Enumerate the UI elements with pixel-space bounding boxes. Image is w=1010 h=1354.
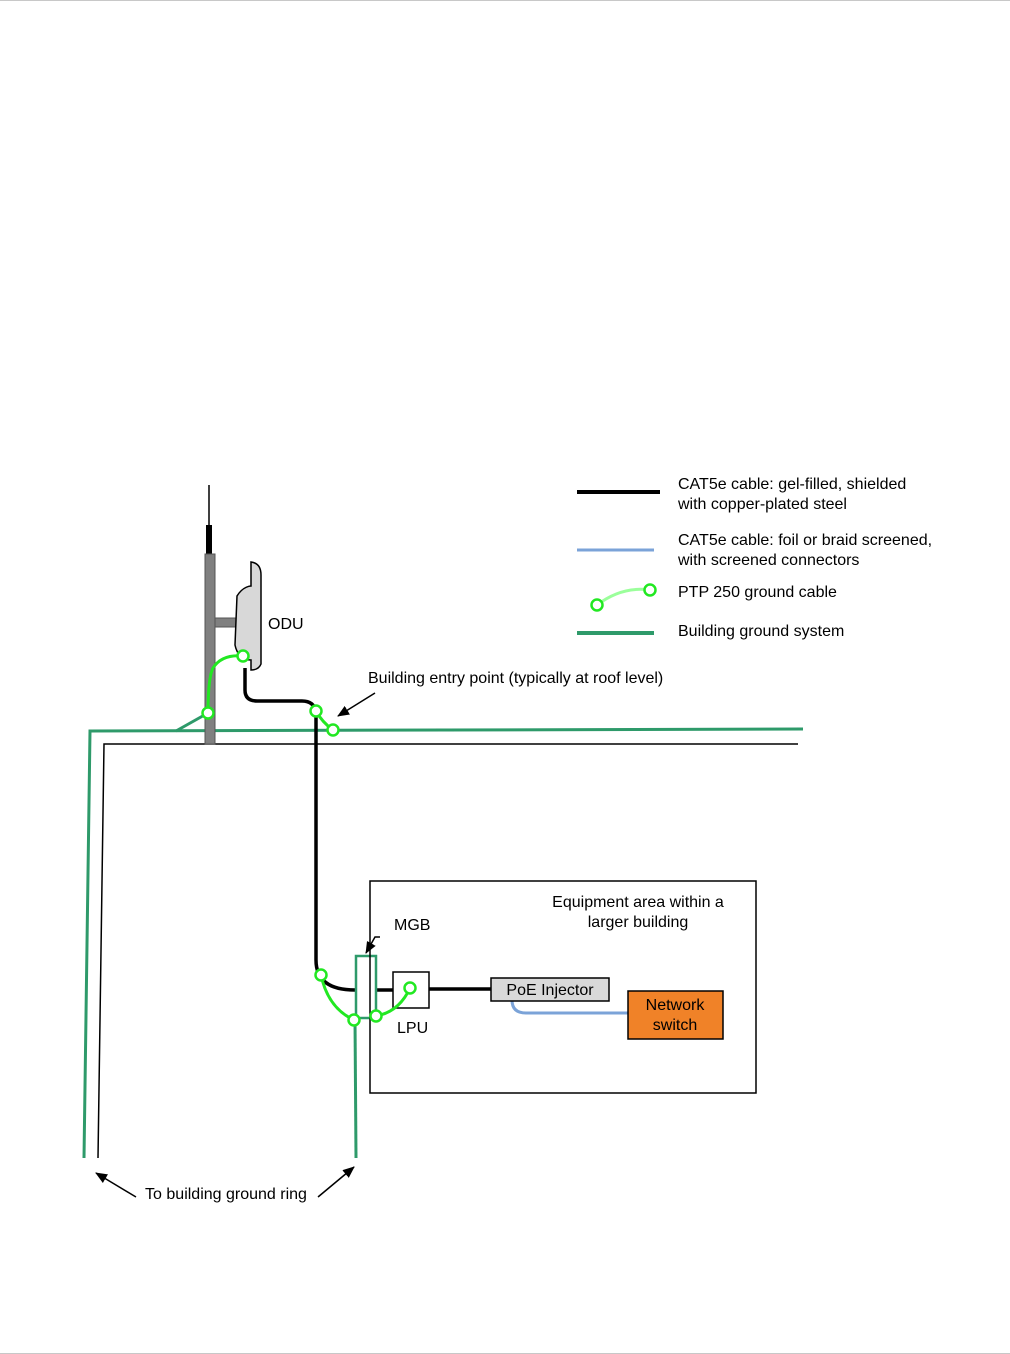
poe-injector-label: PoE Injector	[506, 982, 594, 999]
ground-terminal-entry-cable	[309, 704, 323, 718]
cat5e-foil-cable	[510, 999, 628, 1015]
cat5e-gel-cable-main	[243, 668, 370, 992]
ground-terminal-mast	[201, 706, 215, 720]
legend-label-cat5e-foil-line1: CAT5e cable: foil or braid screened,	[678, 532, 932, 549]
legend-label-cat5e-gel-line2: with copper-plated steel	[677, 496, 847, 513]
poe-injector[interactable]	[490, 977, 610, 1002]
ground-terminal-entry-ground	[326, 723, 340, 737]
legend: CAT5e cable: gel-filled, shielded with c…	[577, 476, 932, 640]
equipment-area-label-line2: larger building	[588, 914, 689, 931]
odu-label: ODU	[268, 616, 304, 633]
mast	[204, 553, 216, 745]
legend-swatch-ptp-ground	[596, 587, 651, 607]
ground-ring-label: To building ground ring	[145, 1186, 307, 1203]
legend-swatch-ptp-ground-terminal-right	[643, 583, 657, 597]
ground-terminal-cable-mgb	[314, 968, 328, 982]
building-ground-system	[82, 727, 804, 1159]
mgb[interactable]	[354, 954, 378, 1020]
equipment-area	[369, 880, 757, 1094]
mgb-pointer	[365, 936, 380, 954]
ground-terminal-mgb-left	[347, 1013, 361, 1027]
top-rule	[0, 0, 1010, 1]
legend-label-cat5e-foil-line2: with screened connectors	[677, 552, 859, 569]
building-outline	[97, 743, 798, 1159]
legend-swatch-ptp-ground-terminal-left	[590, 598, 604, 612]
legend-label-building-ground: Building ground system	[678, 623, 844, 640]
legend-label-cat5e-gel-line1: CAT5e cable: gel-filled, shielded	[678, 476, 906, 493]
antenna-tip	[206, 525, 212, 555]
mgb-label: MGB	[394, 917, 430, 934]
ground-ring-arrow-left	[95, 1172, 137, 1198]
legend-label-ptp-ground: PTP 250 ground cable	[678, 584, 837, 601]
equipment-area-label-line1: Equipment area within a	[552, 894, 724, 911]
lpu-label: LPU	[397, 1020, 428, 1037]
entry-point-label: Building entry point (typically at roof …	[368, 670, 663, 687]
entry-point-arrow	[337, 692, 376, 717]
network-switch-label-line1: Network	[646, 997, 706, 1014]
mgb-ground-drop	[353, 1018, 358, 1159]
ground-terminal-odu	[236, 649, 250, 663]
ground-terminal-mgb-right	[369, 1009, 383, 1023]
ground-terminal-lpu	[403, 981, 417, 995]
network-switch-label-line2: switch	[653, 1017, 697, 1034]
odu-bracket	[214, 617, 238, 628]
ground-ring-arrow-right	[317, 1166, 355, 1198]
network-switch[interactable]	[627, 990, 724, 1040]
ptp-ground-cable-odu	[206, 654, 244, 714]
